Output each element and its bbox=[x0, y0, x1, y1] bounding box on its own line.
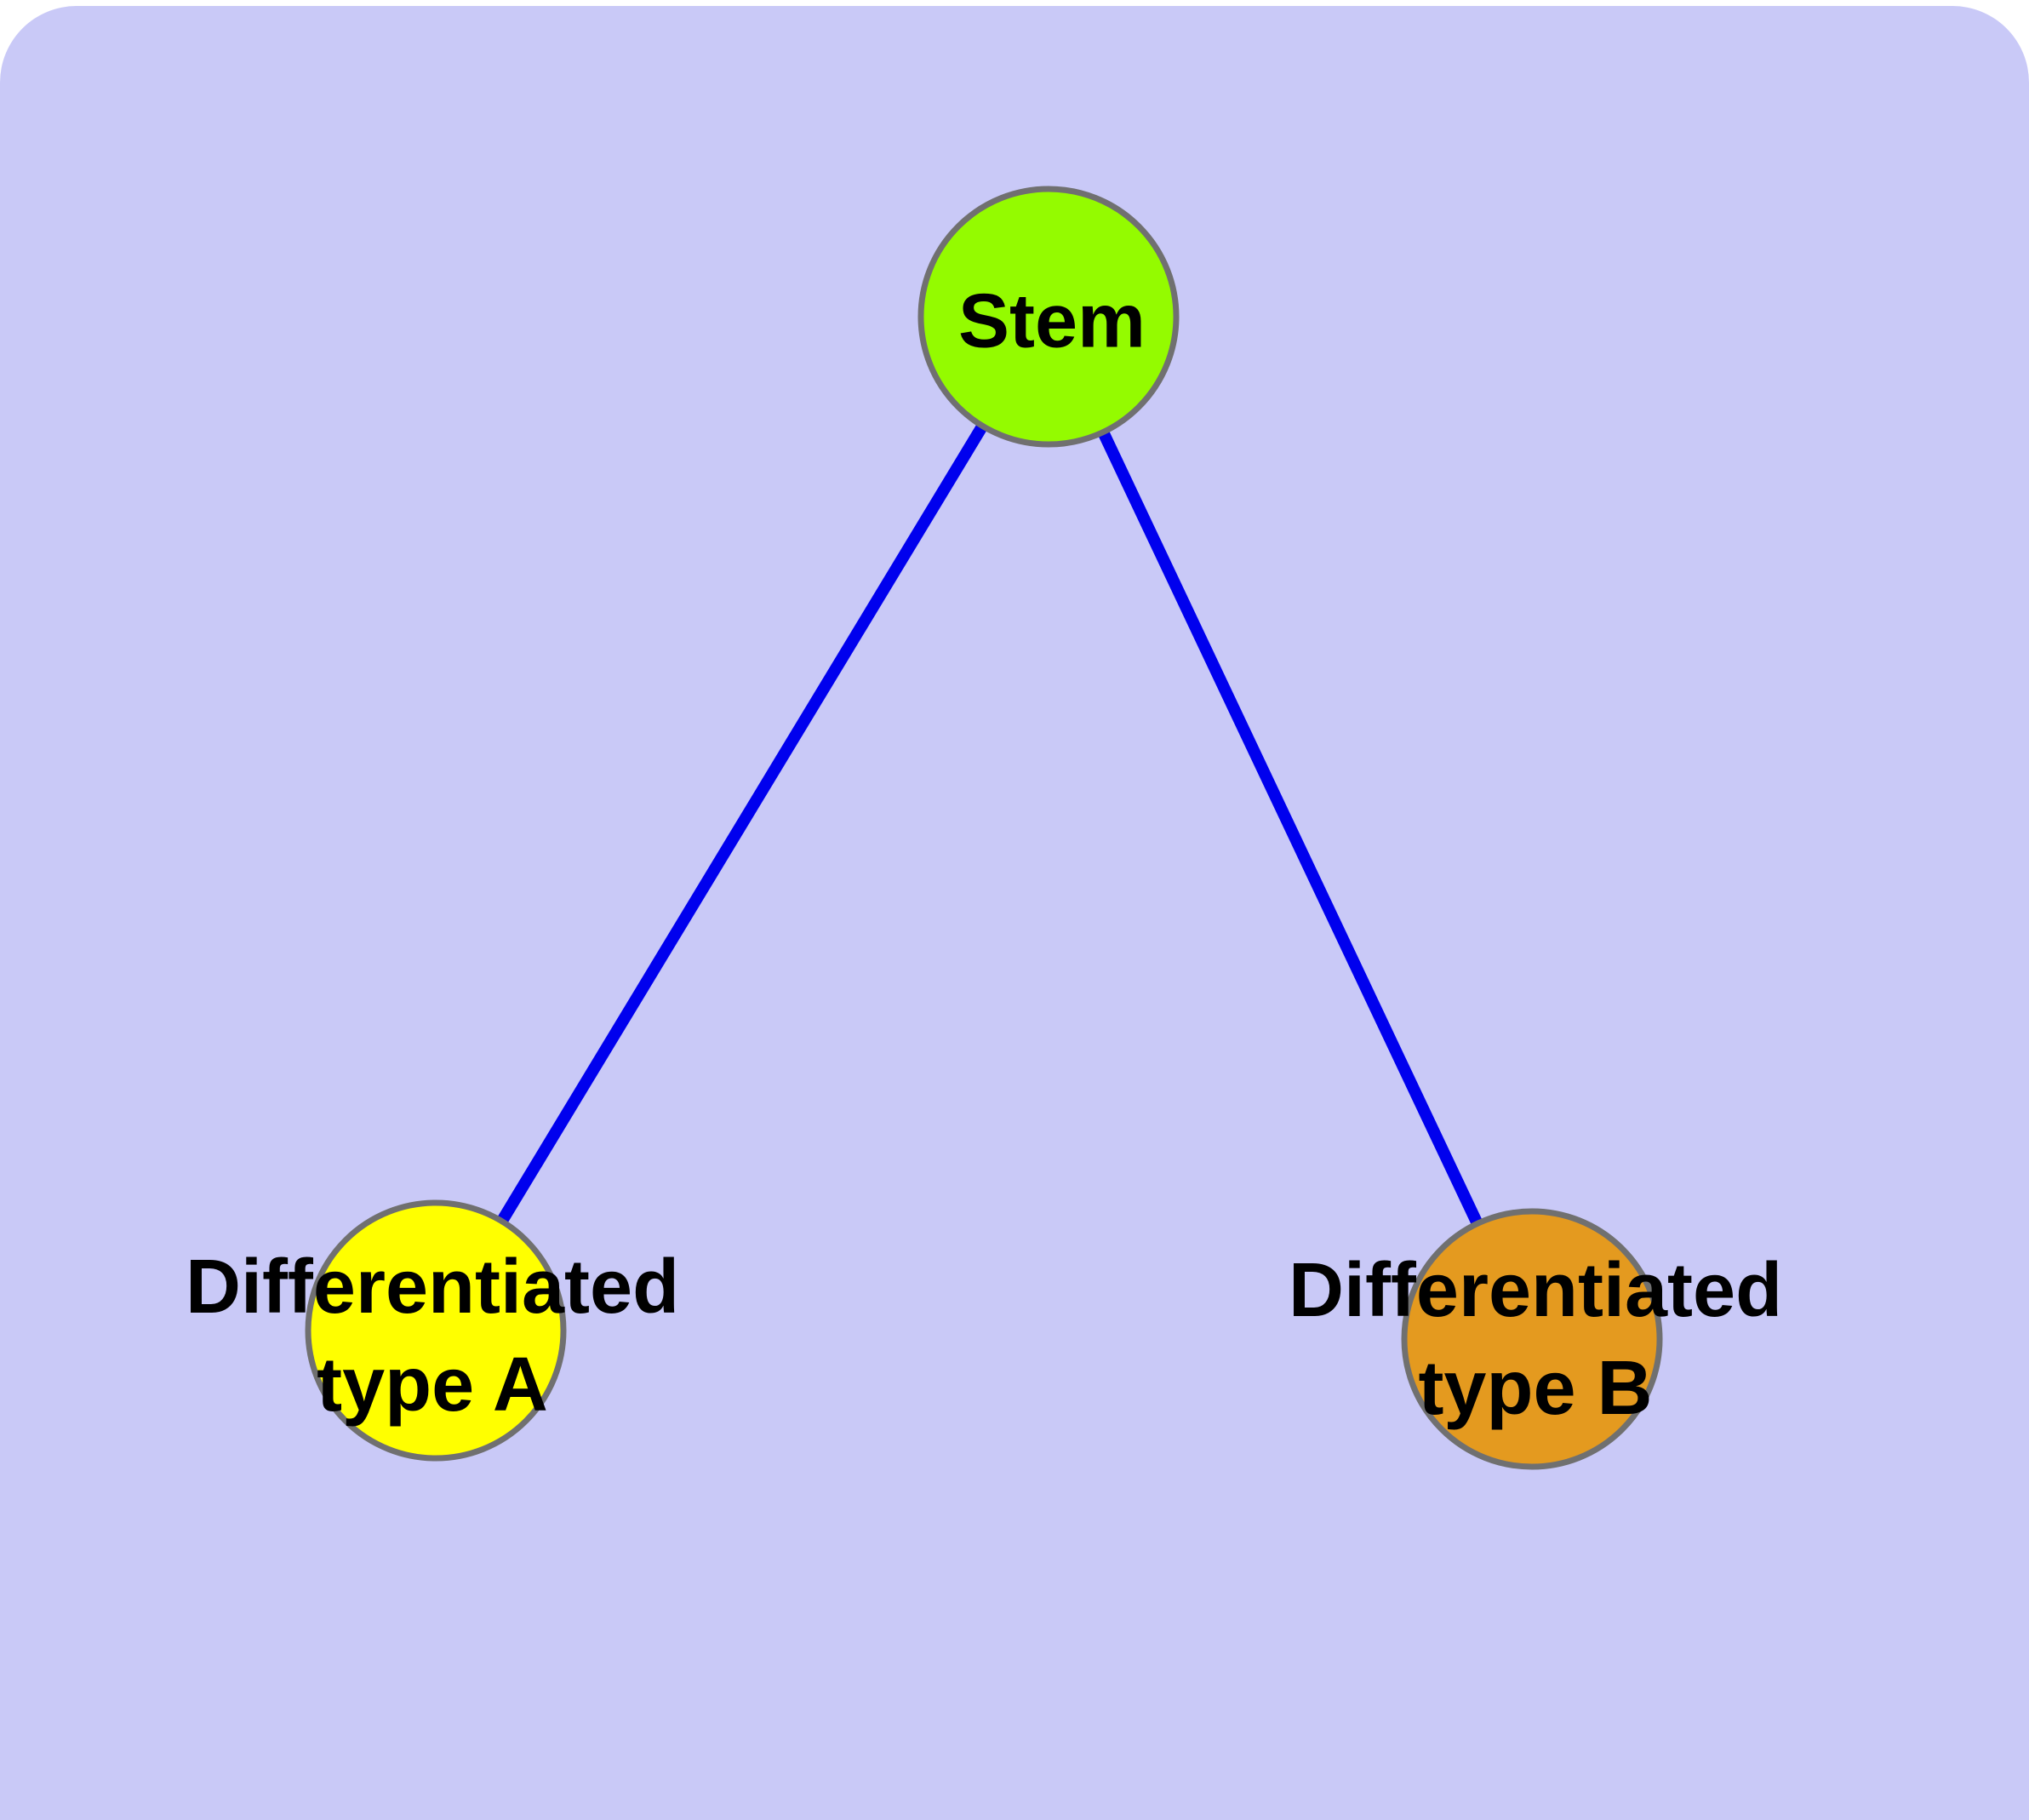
node-stem-circle bbox=[917, 186, 1180, 448]
node-type-a-circle bbox=[305, 1199, 567, 1462]
edge-stem-to-type-a bbox=[431, 313, 1054, 1334]
node-type-b-label: Differentiated type B bbox=[1288, 1248, 1783, 1431]
node-type-b-circle bbox=[1401, 1208, 1663, 1470]
node-type-a-label: Differentiated type A bbox=[185, 1245, 680, 1428]
edge-stem-to-type-b bbox=[1043, 314, 1538, 1342]
node-stem-label: Stem bbox=[957, 278, 1146, 364]
